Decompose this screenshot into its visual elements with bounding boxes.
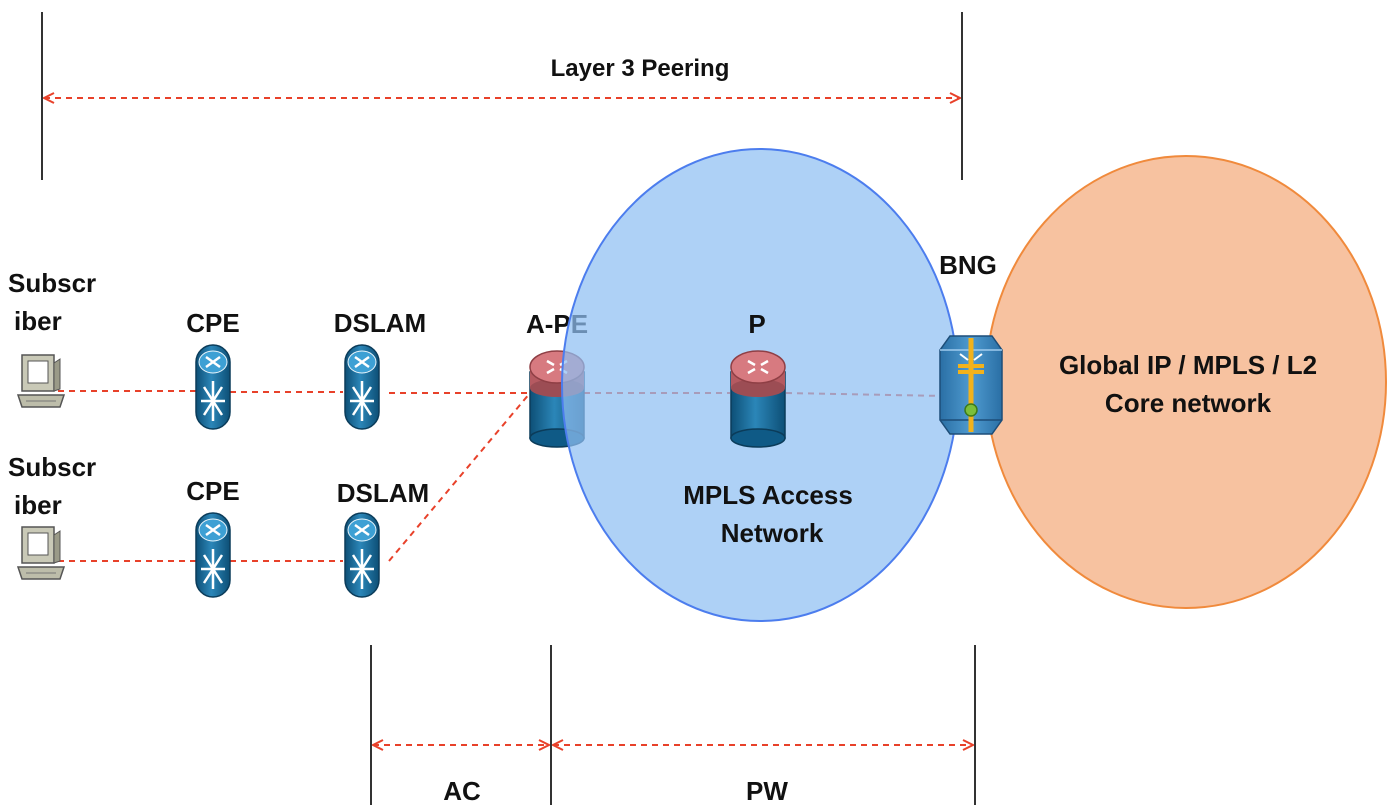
atm-switch-icon xyxy=(195,512,231,598)
atm-switch-icon xyxy=(195,344,231,430)
cpe-1: CPE xyxy=(186,308,240,430)
dslam-1-label: DSLAM xyxy=(334,308,426,338)
subscriber-2-line2: iber xyxy=(14,490,62,520)
pc-icon xyxy=(16,526,66,580)
cpe-1-label: CPE xyxy=(186,308,239,338)
layer3-peering-label: Layer 3 Peering xyxy=(551,55,730,82)
p-label: P xyxy=(748,309,765,339)
subscriber-2-line1: Subscr xyxy=(8,452,96,482)
core-network-line2: Core network xyxy=(1105,388,1272,418)
router-icon xyxy=(730,350,786,448)
bng-node: BNG xyxy=(939,250,1003,435)
p-router: P xyxy=(730,309,786,448)
subscriber-1: Subscr iber xyxy=(8,268,96,408)
subscriber-1-line1: Subscr xyxy=(8,268,96,298)
subscriber-2: Subscr iber xyxy=(8,452,96,580)
ac-label: AC xyxy=(443,776,481,806)
pc-icon xyxy=(16,354,66,408)
link-dslam2-ape xyxy=(388,392,531,562)
cpe-2: CPE xyxy=(186,476,240,598)
core-network-line1: Global IP / MPLS / L2 xyxy=(1059,350,1317,380)
dslam-2-label: DSLAM xyxy=(337,478,429,508)
mpls-access-line2: Network xyxy=(721,518,824,548)
atm-switch-icon xyxy=(344,512,380,598)
cpe-2-label: CPE xyxy=(186,476,239,506)
pw-label: PW xyxy=(746,776,788,806)
bng-label: BNG xyxy=(939,250,997,280)
subscriber-1-line2: iber xyxy=(14,306,62,336)
bng-switch-icon xyxy=(939,335,1003,435)
mpls-access-line1: MPLS Access xyxy=(683,480,853,510)
core-network-cloud xyxy=(985,155,1387,609)
boundary-lines xyxy=(41,12,976,805)
dslam-1: DSLAM xyxy=(334,308,426,430)
atm-switch-icon xyxy=(344,344,380,430)
dslam-2: DSLAM xyxy=(337,478,429,598)
